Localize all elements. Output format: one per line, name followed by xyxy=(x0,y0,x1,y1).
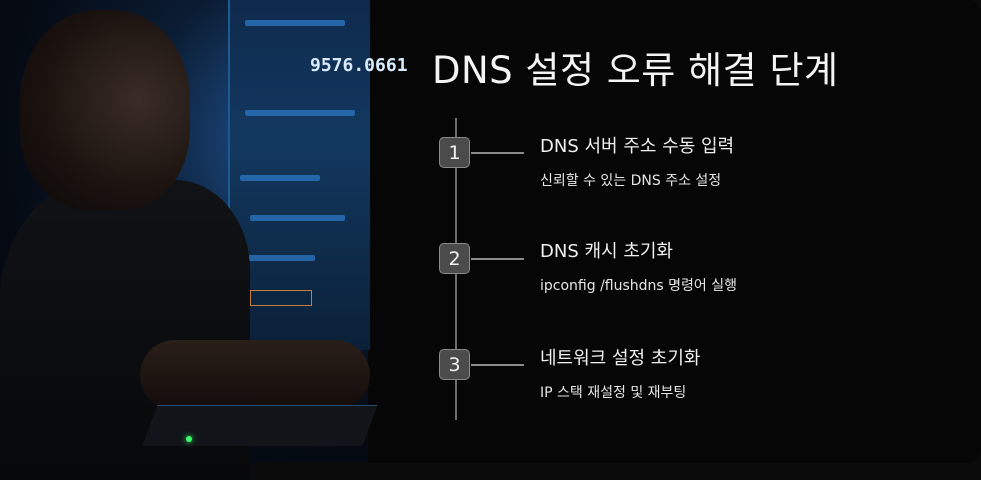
step-title: DNS 캐시 초기화 xyxy=(540,241,673,262)
step-number-badge: 3 xyxy=(439,349,470,380)
step-title: DNS 서버 주소 수동 입력 xyxy=(540,136,735,157)
step-description: 신뢰할 수 있는 DNS 주소 설정 xyxy=(540,173,722,189)
step-connector xyxy=(471,364,524,366)
screen-number: 9576.0661 xyxy=(310,55,408,76)
slide-card: 9576.0661 DNS 설정 오류 해결 단계 1 DNS 서버 주소 수동… xyxy=(0,0,839,480)
person-arm xyxy=(140,340,370,410)
page-title: DNS 설정 오류 해결 단계 xyxy=(432,49,839,92)
person-head xyxy=(20,10,190,210)
step-description: IP 스택 재설정 및 재부팅 xyxy=(540,385,687,401)
step-connector xyxy=(471,152,524,154)
led-indicator xyxy=(186,436,192,442)
step-number-badge: 2 xyxy=(439,243,470,274)
step-connector xyxy=(471,258,524,260)
man-at-computer-photo: 9576.0661 xyxy=(0,0,408,480)
step-description: ipconfig /flushdns 명령어 실행 xyxy=(540,278,737,294)
keyboard xyxy=(142,405,378,446)
highlight-box xyxy=(250,290,312,306)
step-number-badge: 1 xyxy=(439,137,470,168)
step-title: 네트워크 설정 초기화 xyxy=(540,348,701,369)
